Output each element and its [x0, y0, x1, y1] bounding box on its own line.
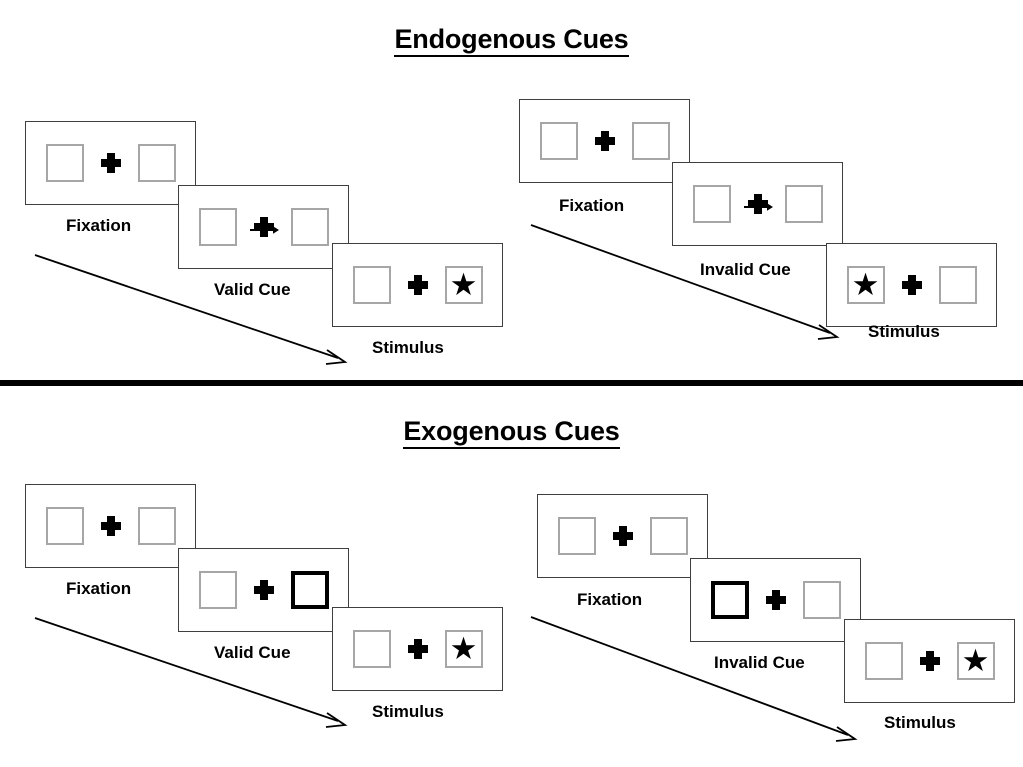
panel-endogenous-valid-cue	[178, 185, 349, 269]
panel-endogenous-invalid-cue	[672, 162, 843, 246]
stim-box-left	[352, 630, 391, 668]
stim-box-left	[45, 507, 84, 545]
time-flow-arrow-endogenous-invalid	[530, 224, 840, 340]
fixation-cross-icon	[407, 638, 429, 660]
section-title-exogenous-text: Exogenous Cues	[403, 416, 620, 449]
fixation-cross-icon	[594, 130, 616, 152]
stim-box-left-cued	[710, 581, 749, 619]
fixation-cross-icon	[919, 650, 941, 672]
panel-label-endogenous-valid-cue: Valid Cue	[214, 280, 291, 299]
fixation-cross-icon	[612, 525, 634, 547]
stim-box-right	[631, 122, 670, 160]
arrow-right-icon	[249, 226, 279, 234]
panel-label-endogenous-invalid-fixation: Fixation	[559, 196, 625, 215]
time-flow-arrow-exogenous-valid	[34, 617, 348, 728]
panel-endogenous-invalid-fixation	[519, 99, 690, 183]
stim-box-left	[45, 144, 84, 182]
panel-exogenous-valid-cue	[178, 548, 349, 632]
panel-label-exogenous-valid-fixation: Fixation	[66, 579, 132, 598]
stim-box-right-star: ★	[444, 630, 483, 668]
section-title-exogenous: Exogenous Cues	[0, 416, 1023, 449]
panel-endogenous-valid-stimulus: ★	[332, 243, 503, 327]
stim-box-right	[938, 266, 977, 304]
panel-label-endogenous-valid-stimulus: Stimulus	[372, 338, 444, 357]
fixation-cross-icon	[743, 193, 773, 215]
panel-label-endogenous-invalid-cue: Invalid Cue	[700, 260, 791, 279]
fixation-cross-icon	[765, 589, 787, 611]
stim-box-left-star: ★	[846, 266, 885, 304]
time-flow-arrow-exogenous-invalid	[530, 616, 858, 742]
stim-box-right-star: ★	[956, 642, 995, 680]
stim-box-right	[137, 144, 176, 182]
panel-endogenous-invalid-stimulus: ★	[826, 243, 997, 327]
stim-box-right	[784, 185, 823, 223]
panel-label-exogenous-invalid-cue: Invalid Cue	[714, 653, 805, 672]
fixation-cross-icon	[249, 216, 279, 238]
panel-label-exogenous-valid-stimulus: Stimulus	[372, 702, 444, 721]
star-icon: ★	[449, 630, 478, 666]
fixation-cross-icon	[100, 515, 122, 537]
stim-box-right	[137, 507, 176, 545]
stim-box-right	[649, 517, 688, 555]
panel-label-endogenous-invalid-stimulus: Stimulus	[868, 322, 940, 341]
panel-label-exogenous-invalid-fixation: Fixation	[577, 590, 643, 609]
panel-label-endogenous-valid-fixation: Fixation	[66, 216, 132, 235]
time-flow-arrow-endogenous-valid	[34, 254, 348, 365]
stim-box-right	[290, 208, 329, 246]
stim-box-left	[539, 122, 578, 160]
fixation-cross-icon	[901, 274, 923, 296]
stim-box-right-star: ★	[444, 266, 483, 304]
stim-box-left	[864, 642, 903, 680]
section-divider	[0, 380, 1023, 386]
stim-box-left	[198, 571, 237, 609]
stim-box-right-cued	[290, 571, 329, 609]
panel-endogenous-valid-fixation	[25, 121, 196, 205]
stim-box-left	[557, 517, 596, 555]
panel-exogenous-valid-stimulus: ★	[332, 607, 503, 691]
stim-box-left	[692, 185, 731, 223]
panel-exogenous-invalid-cue	[690, 558, 861, 642]
panel-exogenous-invalid-fixation	[537, 494, 708, 578]
fixation-cross-icon	[407, 274, 429, 296]
star-icon: ★	[449, 266, 478, 302]
section-title-endogenous-text: Endogenous Cues	[394, 24, 629, 57]
panel-label-exogenous-invalid-stimulus: Stimulus	[884, 713, 956, 732]
panel-exogenous-valid-fixation	[25, 484, 196, 568]
stim-box-left	[352, 266, 391, 304]
stim-box-left	[198, 208, 237, 246]
star-icon: ★	[961, 642, 990, 678]
stim-box-right	[802, 581, 841, 619]
fixation-cross-icon	[100, 152, 122, 174]
section-title-endogenous: Endogenous Cues	[0, 24, 1023, 57]
fixation-cross-icon	[253, 579, 275, 601]
arrow-right-icon	[743, 203, 773, 211]
star-icon: ★	[851, 266, 880, 302]
panel-label-exogenous-valid-cue: Valid Cue	[214, 643, 291, 662]
panel-exogenous-invalid-stimulus: ★	[844, 619, 1015, 703]
